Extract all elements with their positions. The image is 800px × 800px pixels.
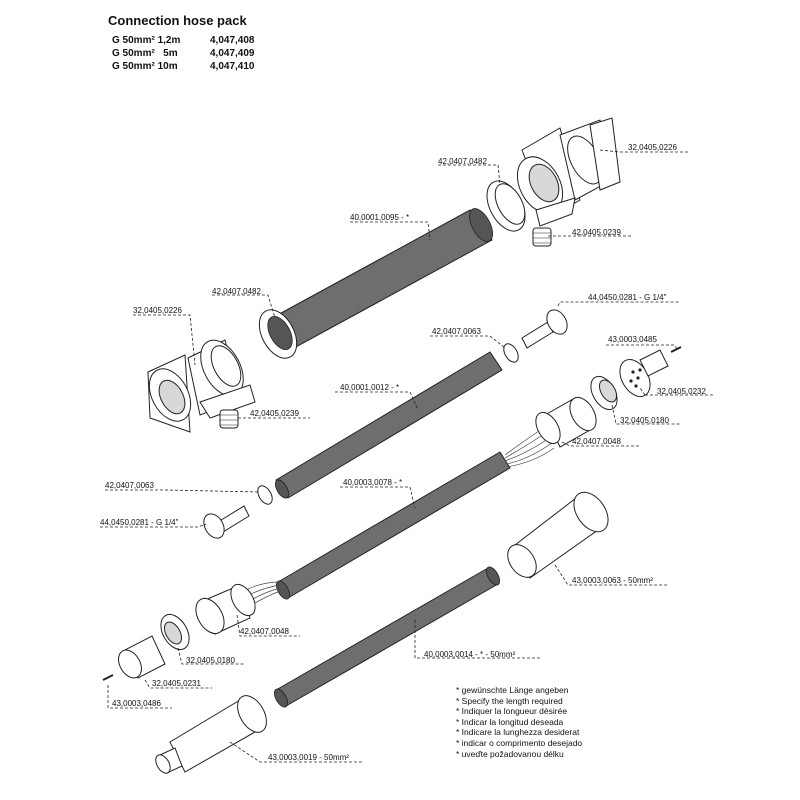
variant-code: 4,047,409 bbox=[210, 48, 255, 59]
part-label: 43,0003,0063 - 50mm² bbox=[572, 576, 653, 585]
cone-sleeve-left bbox=[155, 695, 267, 774]
cone-sleeve-right bbox=[507, 491, 609, 579]
part-label: 42,0407,0482 bbox=[212, 287, 261, 296]
hose-nipple-left bbox=[203, 505, 250, 539]
part-label: 43,0003,0019 - 50mm² bbox=[268, 753, 349, 762]
variant-row: G 50mm² 5m 4,047,409 bbox=[112, 47, 255, 60]
nut-top bbox=[532, 227, 552, 247]
part-label: 32,0405,0180 bbox=[620, 416, 669, 425]
footnote-line: * Indicare la lunghezza desiderat bbox=[456, 727, 580, 738]
footnote-line: * indicar o comprimento desejado bbox=[456, 737, 583, 748]
part-label: 32,0405,0231 bbox=[152, 679, 201, 688]
part-label: 42,0407,0482 bbox=[438, 157, 487, 166]
footnote-line: * uveďte požadovanou délku bbox=[456, 748, 564, 759]
part-label: 42,0407,0063 bbox=[105, 481, 154, 490]
footnote-line: * gewünschte Länge angeben bbox=[456, 685, 569, 695]
variant-code: 4,047,408 bbox=[210, 35, 255, 46]
hose-end bbox=[274, 479, 290, 499]
part-label: 42,0407,0048 bbox=[572, 437, 621, 446]
part-label: 40,0001,0095 - * bbox=[350, 213, 410, 222]
hose-end bbox=[485, 566, 501, 586]
variant-list: G 50mm² 1,2m 4,047,408 G 50mm² 5m 4,047,… bbox=[112, 34, 255, 73]
variant-code: 4,047,410 bbox=[210, 61, 255, 72]
part-label: 42,0405,0239 bbox=[572, 228, 621, 237]
length-footnotes: * gewünschte Länge angeben * Specify the… bbox=[456, 685, 582, 759]
diagram-title: Connection hose pack bbox=[108, 13, 247, 28]
part-label: 32,0405,0180 bbox=[186, 656, 235, 665]
footnote-line: * Indiquer la longueur désirée bbox=[456, 706, 568, 717]
variant-name: G 50mm² 5m bbox=[112, 48, 178, 59]
variant-row: G 50mm² 10m 4,047,410 bbox=[112, 60, 255, 73]
socket-left bbox=[118, 635, 166, 679]
part-label: 43,0003,0485 bbox=[608, 335, 657, 344]
variant-row: G 50mm² 1,2m 4,047,408 bbox=[112, 34, 255, 47]
part-label: 32,0405,0226 bbox=[628, 143, 677, 152]
hose-end bbox=[267, 316, 293, 350]
screw-left bbox=[102, 674, 114, 681]
plug-housing-right bbox=[535, 396, 597, 448]
leader-lines bbox=[100, 149, 715, 763]
footnote-line: * Indicar la longitud deseada bbox=[456, 716, 564, 727]
screw-ring-right bbox=[590, 375, 618, 411]
hose-end bbox=[469, 208, 493, 242]
part-label: 40,0003,0014 - * - 50mm² bbox=[424, 650, 516, 659]
variant-name: G 50mm² 10m bbox=[112, 61, 178, 72]
hose-end bbox=[275, 580, 291, 600]
part-label: 32,0405,0232 bbox=[657, 387, 706, 396]
plug-housing-left bbox=[195, 583, 256, 635]
part-label: 42,0407,0063 bbox=[432, 327, 481, 336]
coupling-housing-top bbox=[516, 117, 621, 227]
part-label: 42,0405,0239 bbox=[250, 409, 299, 418]
screw-ring-left bbox=[160, 613, 190, 651]
small-clamp bbox=[257, 485, 273, 505]
nut-left bbox=[219, 409, 239, 429]
hose-clamp-ring-inner bbox=[494, 183, 526, 225]
part-label: 40,0001,0012 - * bbox=[340, 383, 400, 392]
part-label: 42,0407,0048 bbox=[240, 627, 289, 636]
pin-insert-right bbox=[619, 349, 669, 397]
small-clamp bbox=[503, 343, 519, 363]
part-label: 32,0405,0226 bbox=[133, 306, 182, 315]
hose-end bbox=[273, 688, 289, 708]
part-label: 44,0450,0281 - G 1/4" bbox=[588, 293, 667, 302]
variant-name: G 50mm² 1,2m bbox=[112, 35, 181, 46]
hose-nipple-right bbox=[521, 309, 568, 349]
part-label: 40,0003,0078 - * bbox=[343, 478, 403, 487]
part-label: 44,0450,0281 - G 1/4" bbox=[100, 518, 179, 527]
screw-right bbox=[670, 346, 682, 353]
footnote-line: * Specify the length required bbox=[456, 695, 563, 706]
coupling-housing-left bbox=[147, 339, 256, 433]
part-label: 43,0003,0486 bbox=[112, 699, 161, 708]
